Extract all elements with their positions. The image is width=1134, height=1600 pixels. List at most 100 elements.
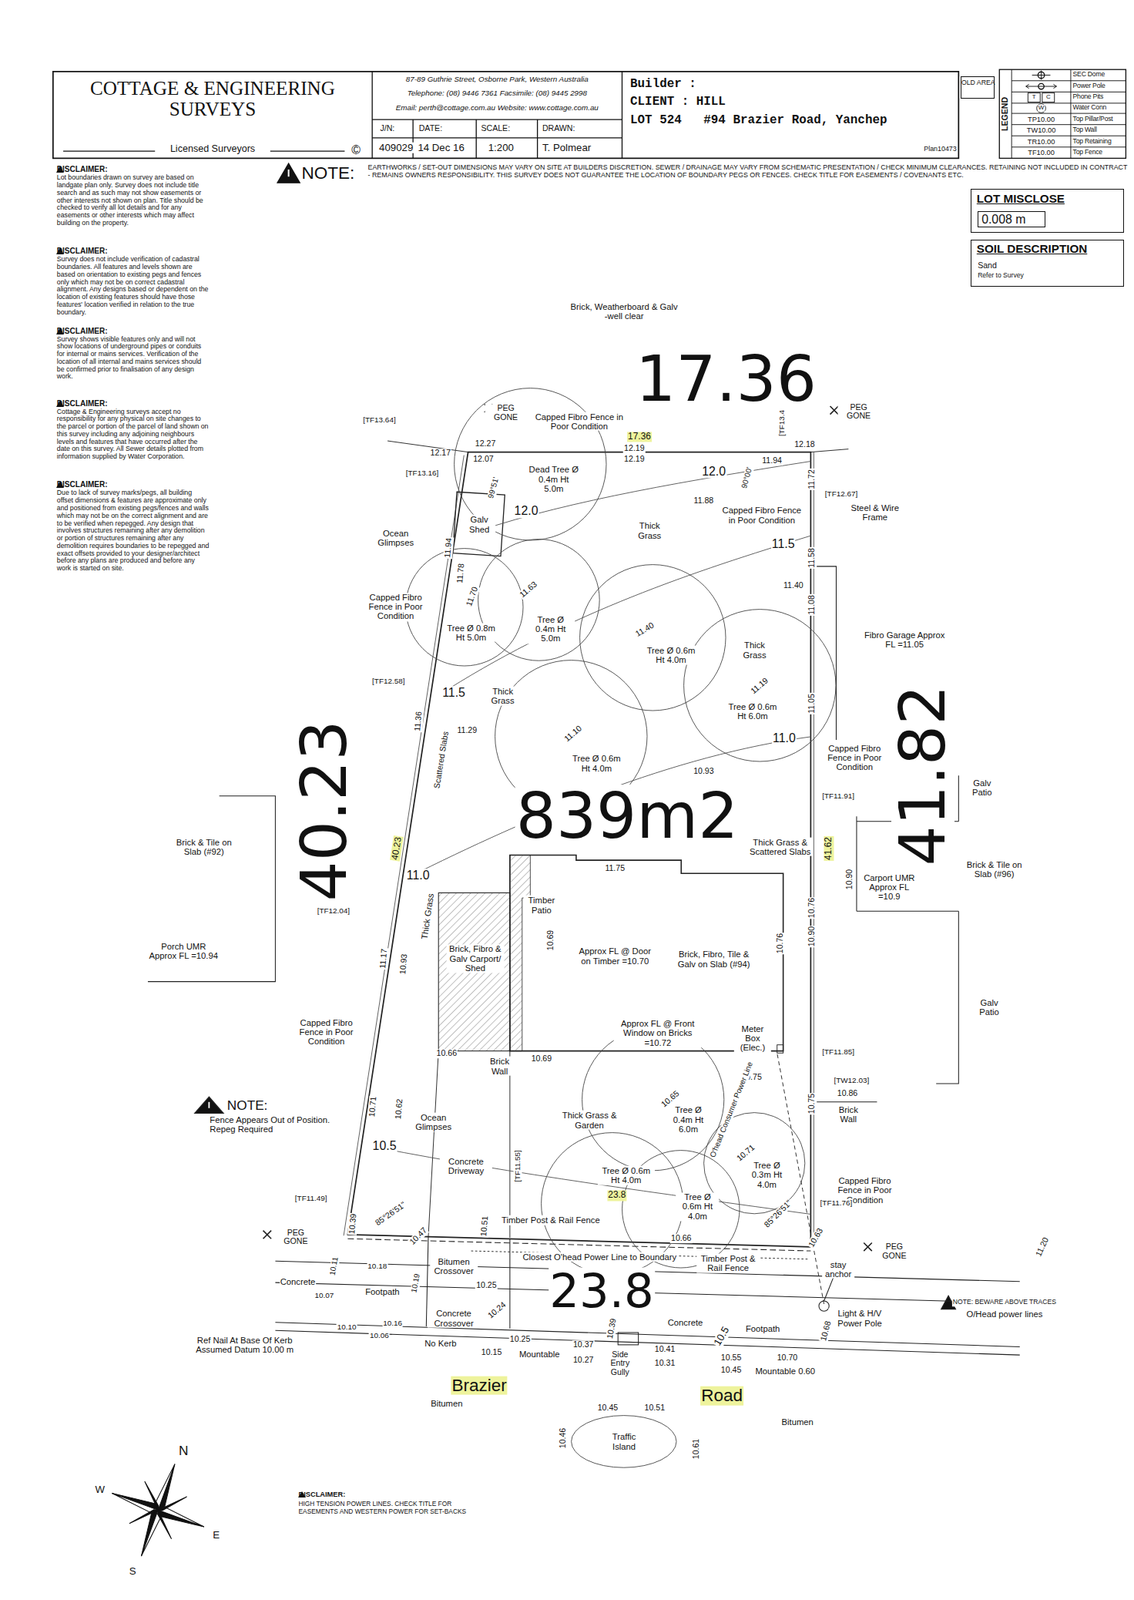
legend-text: Phone Pits bbox=[1073, 93, 1104, 101]
survey-label: 10.66 bbox=[436, 1049, 458, 1059]
survey-label: 10.15 bbox=[480, 1347, 503, 1357]
survey-label: Concrete Crossover bbox=[427, 1308, 480, 1328]
tree-note: Tree Ø 0.4m Ht 6.0m bbox=[670, 1105, 706, 1134]
survey-label: 11.5 bbox=[771, 536, 796, 551]
tree-note: Tree Ø 0.8m Ht 5.0m bbox=[445, 622, 498, 642]
survey-label: S bbox=[128, 1564, 138, 1577]
survey-label: 10.37 bbox=[572, 1339, 594, 1349]
survey-label: Carport UMR Approx FL =10.9 bbox=[860, 872, 919, 902]
survey-label: 10.5 bbox=[711, 1323, 732, 1348]
survey-label: 10.27 bbox=[572, 1355, 594, 1365]
survey-label: Capped Fibro Fence in Poor Condition bbox=[823, 743, 886, 772]
survey-label: Brick Wall bbox=[483, 1056, 517, 1076]
tree-note: Dead Tree Ø 0.4m Ht 5.0m bbox=[526, 465, 581, 494]
survey-label: 41.62 bbox=[824, 835, 835, 861]
survey-label: Brazier bbox=[451, 1375, 508, 1395]
survey-label: TP10.00 bbox=[1026, 115, 1056, 124]
survey-label: O/Head power lines bbox=[965, 1308, 1044, 1319]
soil-description-box: SOIL DESCRIPTIONSandRefer to Survey bbox=[970, 239, 1124, 287]
survey-label: Closest O'head Power Line to Boundary bbox=[521, 1251, 678, 1262]
survey-label: 85°26'51" bbox=[372, 1199, 408, 1228]
tree-canopy-outline bbox=[581, 1028, 724, 1171]
survey-label: 10.75 bbox=[807, 1092, 817, 1114]
survey-label: 10.31 bbox=[654, 1358, 676, 1368]
survey-label: 90°00' bbox=[740, 465, 755, 490]
survey-label: HIGH TENSION POWER LINES. CHECK TITLE FO… bbox=[298, 1499, 494, 1515]
survey-label: Light & H/V Power Pole bbox=[828, 1308, 891, 1328]
box-text: 0.008 m bbox=[977, 211, 1045, 228]
legend-text: Top Fence bbox=[1073, 148, 1103, 156]
box-text: Telephone: (08) 9446 7361 Facsimile: (08… bbox=[374, 89, 621, 98]
tree-canopy-outline bbox=[581, 1027, 725, 1171]
survey-label: [TF13.16] bbox=[405, 469, 440, 478]
survey-label: 11.0 bbox=[771, 731, 797, 745]
survey-label: [TF13.4 bbox=[778, 409, 787, 437]
survey-label: Road bbox=[700, 1385, 744, 1406]
handwritten-figure: 40.23 bbox=[292, 719, 356, 903]
survey-label: 10.90 bbox=[807, 925, 817, 947]
survey-label: Thick Grass bbox=[481, 685, 524, 705]
legend-text: SEC Dome bbox=[1073, 71, 1105, 79]
survey-label: 85°26'51" bbox=[761, 1197, 795, 1230]
tree-note: Tree Ø 0.6m Ht 6.0m bbox=[724, 701, 782, 721]
survey-label: SCALE: bbox=[479, 124, 511, 134]
company-logo: COTTAGE & ENGINEERING SURVEYSLicensed Su… bbox=[53, 71, 373, 159]
survey-label: 40.23 bbox=[389, 835, 404, 862]
traffic-island-outline bbox=[571, 1415, 677, 1468]
survey-label: Thick Grass bbox=[733, 640, 776, 660]
survey-label: 10.45 bbox=[720, 1365, 742, 1375]
survey-label: [TF12.04] bbox=[316, 906, 351, 916]
survey-label: 11.78 bbox=[455, 562, 467, 585]
survey-label: [TF11.49] bbox=[294, 1194, 329, 1203]
tree-canopy-outline bbox=[579, 563, 727, 712]
tree-note: Tree Ø 0.6m Ht 4.0m bbox=[676, 1191, 720, 1221]
box-text: 87-89 Guthrie Street, Osborne Park, West… bbox=[374, 75, 621, 84]
tree-canopy: Tree Ø 0.4m Ht 6.0m bbox=[581, 1027, 725, 1171]
survey-label: 11.94 bbox=[761, 456, 783, 467]
survey-label: W bbox=[93, 1482, 106, 1495]
survey-label: LEGEND bbox=[1000, 96, 1010, 132]
survey-label: 12.0 bbox=[701, 464, 727, 478]
survey-label: Timber Patio bbox=[523, 895, 560, 915]
survey-label: PEG GONE bbox=[872, 1242, 916, 1261]
survey-label: 11.58 bbox=[807, 546, 817, 569]
tree-canopy: Tree Ø 0.6m Ht 4.0m bbox=[579, 563, 727, 712]
tree-note: Tree Ø 0.6m Ht 4.0m bbox=[643, 644, 698, 665]
survey-label: 10.55 bbox=[720, 1352, 742, 1363]
survey-label: EARTHWORKS / SET-OUT DIMENSIONS MAY VARY… bbox=[367, 164, 1129, 180]
survey-label: Capped Fibro Fence in Poor Condition bbox=[287, 1017, 366, 1047]
survey-label: 11.19 bbox=[748, 674, 772, 696]
survey-label: Concrete bbox=[667, 1316, 705, 1326]
survey-label: 12.19 bbox=[623, 454, 645, 464]
survey-label: 10.61 bbox=[691, 1436, 702, 1459]
survey-label: 10.45 bbox=[597, 1402, 619, 1413]
survey-label: 12.18 bbox=[793, 439, 816, 450]
survey-label: 10.71 bbox=[734, 1141, 757, 1163]
survey-label: 10.51 bbox=[644, 1402, 666, 1413]
box-text: Builder : bbox=[630, 77, 697, 91]
survey-label: [TF11.85] bbox=[821, 1046, 856, 1056]
traffic-island: Traffic Island bbox=[570, 1414, 678, 1468]
survey-label: 11.63 bbox=[516, 579, 540, 601]
survey-label: 10.70 bbox=[776, 1352, 799, 1363]
survey-label: [TF11.91] bbox=[821, 791, 856, 800]
survey-label: [TW12.03] bbox=[832, 1075, 870, 1084]
survey-label: Due to lack of survey marks/pegs, all bu… bbox=[56, 489, 212, 573]
box-text: Email: perth@cottage.com.au Website: www… bbox=[374, 104, 621, 113]
survey-label: 10.18 bbox=[366, 1261, 388, 1270]
tree-note: Tree Ø 0.3m Ht 4.0m bbox=[747, 1160, 786, 1189]
box-text: CLIENT : HILL bbox=[630, 95, 726, 109]
survey-label: Bitumen bbox=[781, 1416, 815, 1426]
tree-note: Tree Ø 0.6m Ht 4.0m bbox=[597, 1165, 655, 1185]
survey-label: NOTE: bbox=[301, 164, 356, 184]
survey-label: 10.19 bbox=[409, 1271, 422, 1294]
survey-label: Thick Grass bbox=[419, 891, 436, 940]
tree-canopy: Tree Ø 0.4m Ht 5.0m bbox=[477, 538, 601, 661]
survey-label: 10.11 bbox=[328, 1254, 341, 1277]
survey-label: 10.25 bbox=[475, 1280, 497, 1290]
survey-label: Galv Patio bbox=[966, 778, 999, 798]
survey-label: Porch UMR Approx FL =10.94 bbox=[147, 940, 221, 960]
survey-label: 10.24 bbox=[485, 1298, 508, 1320]
survey-label: E bbox=[211, 1529, 221, 1541]
survey-label: 12.19 bbox=[623, 444, 645, 454]
